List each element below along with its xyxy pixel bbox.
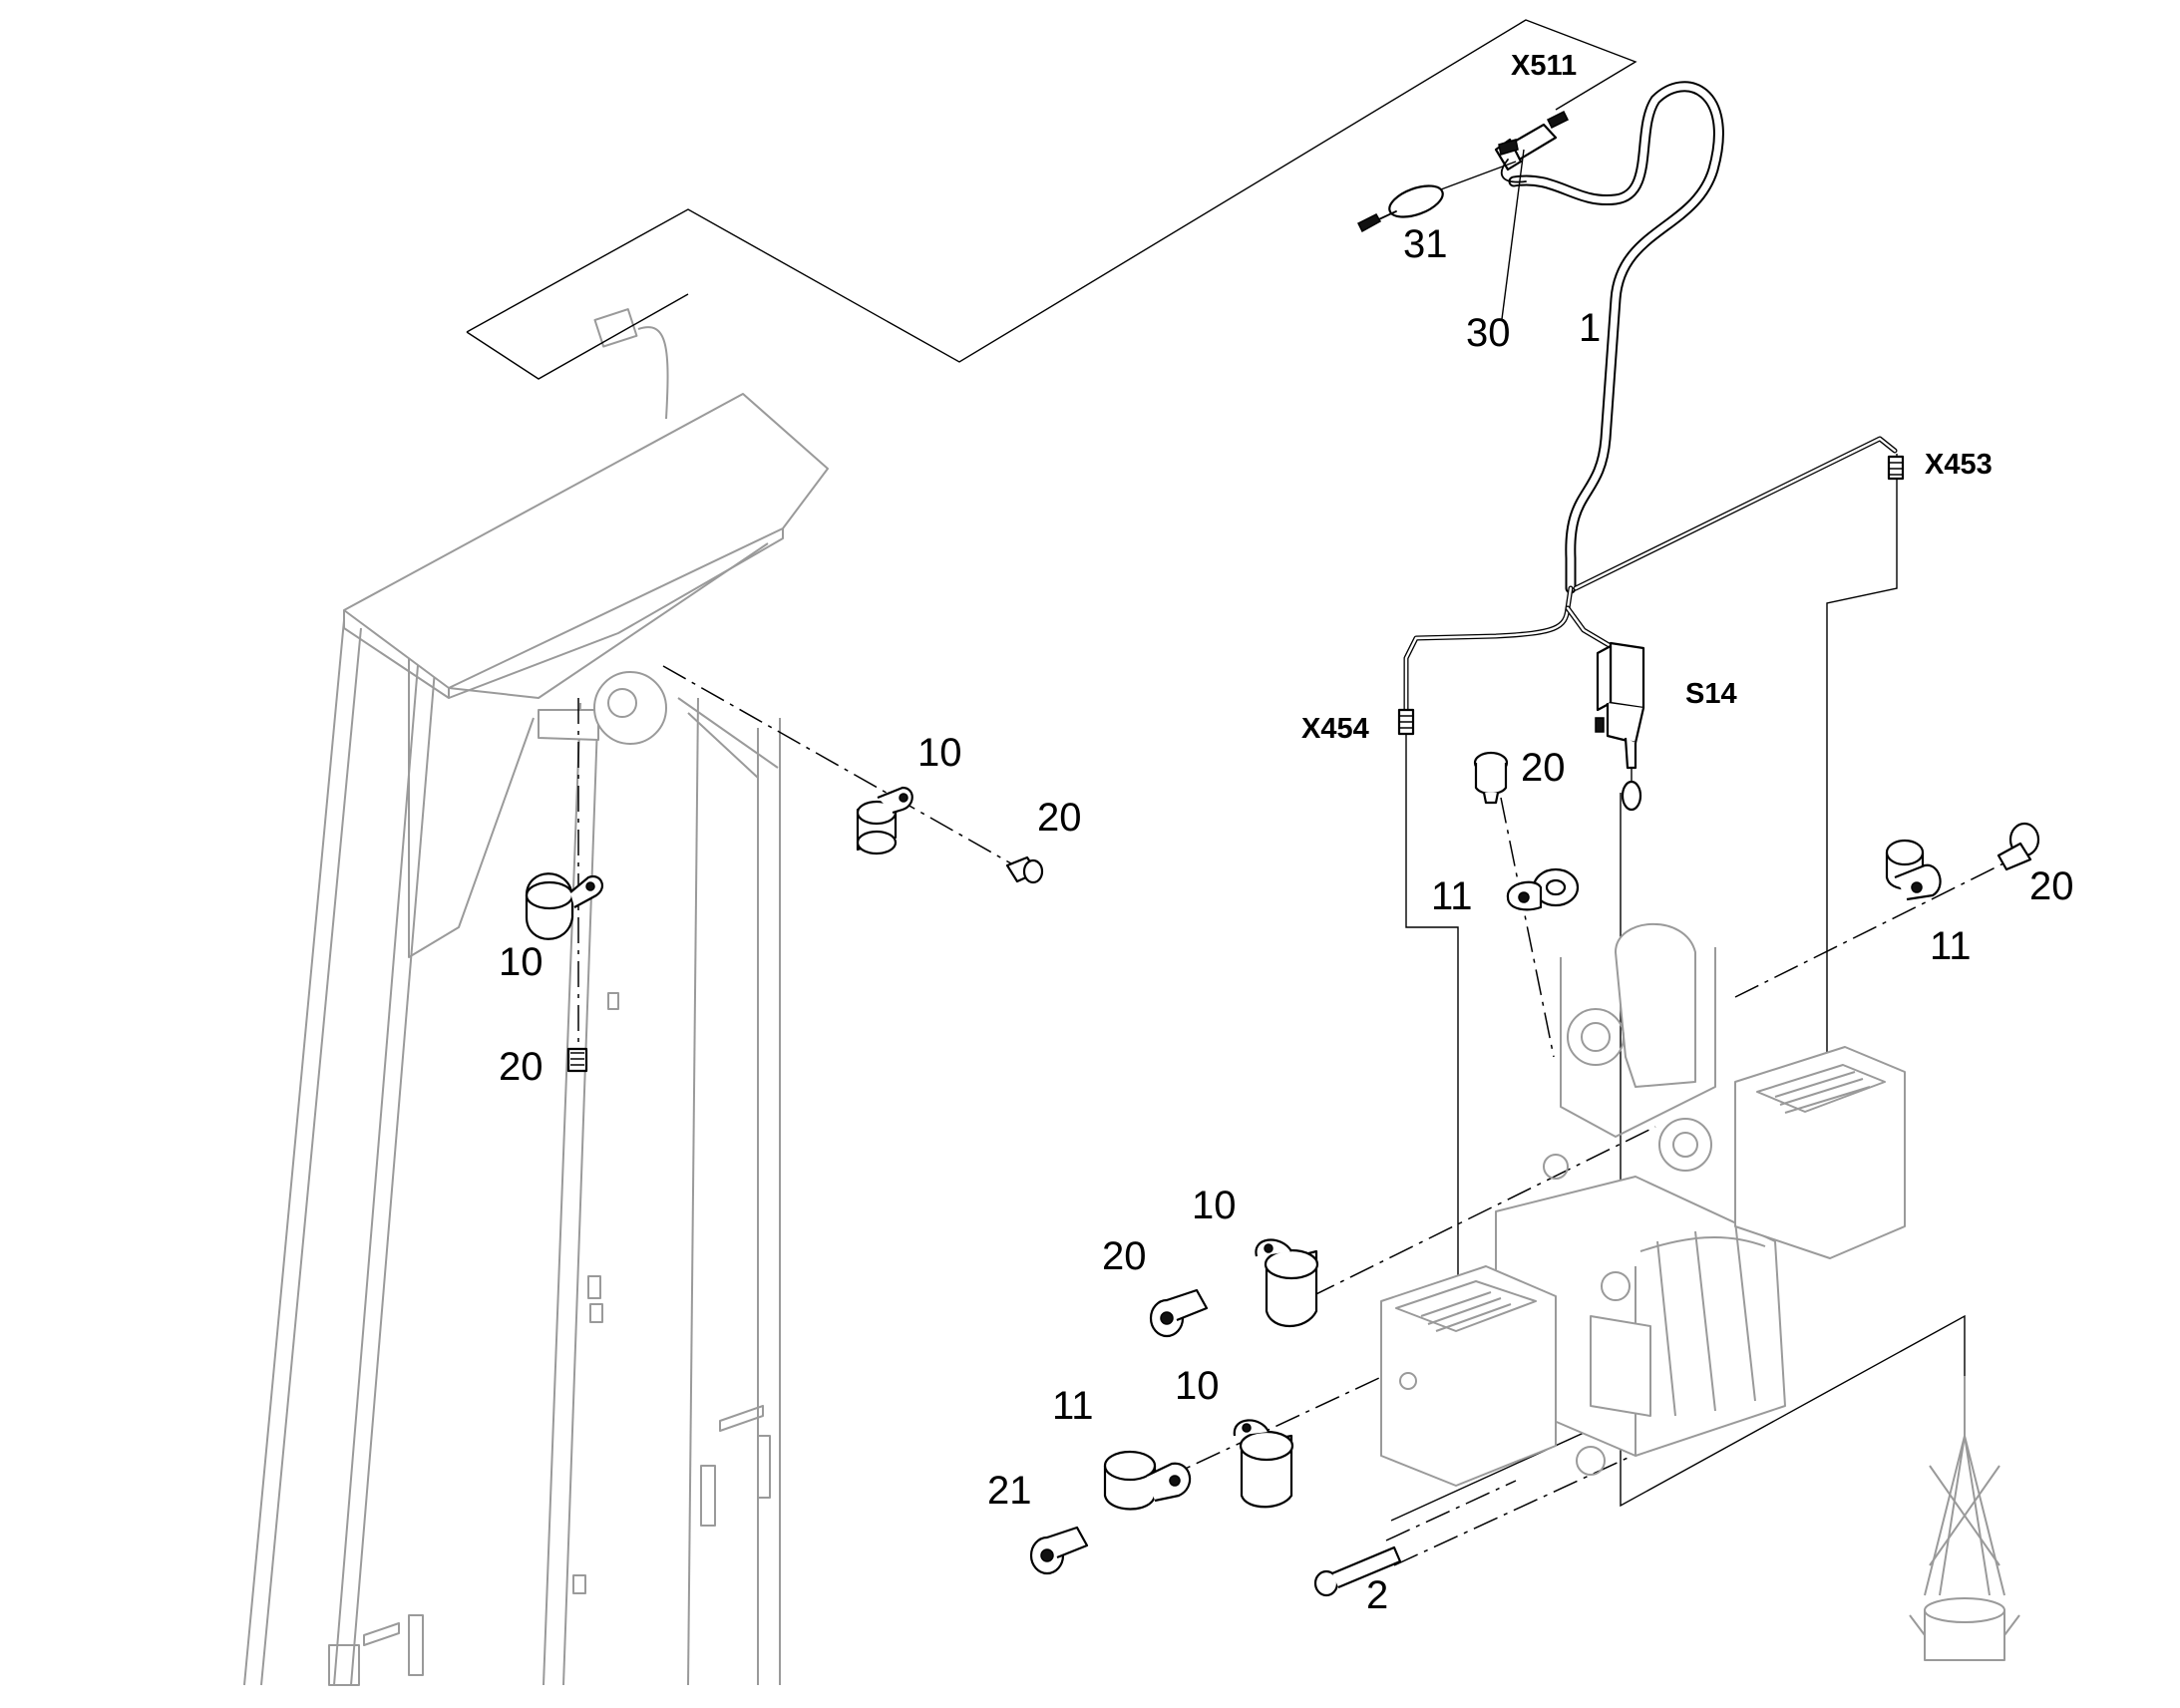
callout-20-mast: 20 (499, 1045, 544, 1089)
screw-21-bottom (1029, 1526, 1089, 1575)
callout-11-middle: 11 (1431, 874, 1473, 918)
load-chain (1909, 1376, 2020, 1661)
callout-10-mast: 10 (499, 940, 544, 984)
callout-30: 30 (1466, 311, 1511, 355)
connector-x454 (1397, 708, 1415, 736)
screw-20-upper (1005, 855, 1044, 884)
cable-tie-31 (1356, 184, 1444, 233)
callout-20-middle: 20 (1521, 746, 1566, 790)
label-x453: X453 (1925, 449, 1993, 481)
callout-10-lower: 10 (1192, 1184, 1237, 1227)
clip-10-lower (1255, 1238, 1319, 1327)
pulley-block-assembly (1380, 922, 2020, 1661)
screw-20-middle (1473, 751, 1509, 805)
clip-11-right (1885, 839, 1942, 901)
wiring-harness (1356, 81, 1905, 812)
clip-10-upper (856, 786, 913, 855)
callout-31: 31 (1403, 222, 1448, 266)
callout-1: 1 (1579, 306, 1601, 350)
callout-11-bottom: 11 (1052, 1384, 1094, 1428)
callout-20-right: 20 (2029, 864, 2074, 908)
callout-20-upper: 20 (1037, 796, 1082, 840)
leader-31 (1440, 161, 1517, 190)
label-s14: S14 (1685, 678, 1737, 710)
screw-20-lower (1149, 1288, 1209, 1338)
callout-10-bottom: 10 (1175, 1364, 1220, 1408)
connector-x511 (1494, 110, 1570, 171)
mast-assembly (243, 308, 829, 1686)
connector-x453 (1887, 455, 1905, 481)
label-x511: X511 (1511, 50, 1577, 82)
clip-11-bottom (1103, 1450, 1192, 1511)
callout-10-upper: 10 (917, 731, 962, 775)
screw-20-right (1997, 822, 2040, 871)
bolt-2 (1313, 1545, 1402, 1597)
switch-s14 (1595, 641, 1645, 812)
leader-30 (1501, 149, 1525, 320)
callout-2: 2 (1366, 1573, 1388, 1617)
clip-11-middle (1506, 867, 1580, 911)
callout-21-bottom: 21 (987, 1469, 1032, 1513)
clip-10-mast (525, 872, 603, 940)
clip-10-bottom (1233, 1419, 1294, 1509)
screw-20-mast (566, 1047, 588, 1073)
label-x454: X454 (1301, 713, 1369, 745)
fasteners (525, 751, 2040, 1597)
callout-11-right: 11 (1930, 924, 1972, 968)
callout-20-lower: 20 (1102, 1234, 1147, 1278)
